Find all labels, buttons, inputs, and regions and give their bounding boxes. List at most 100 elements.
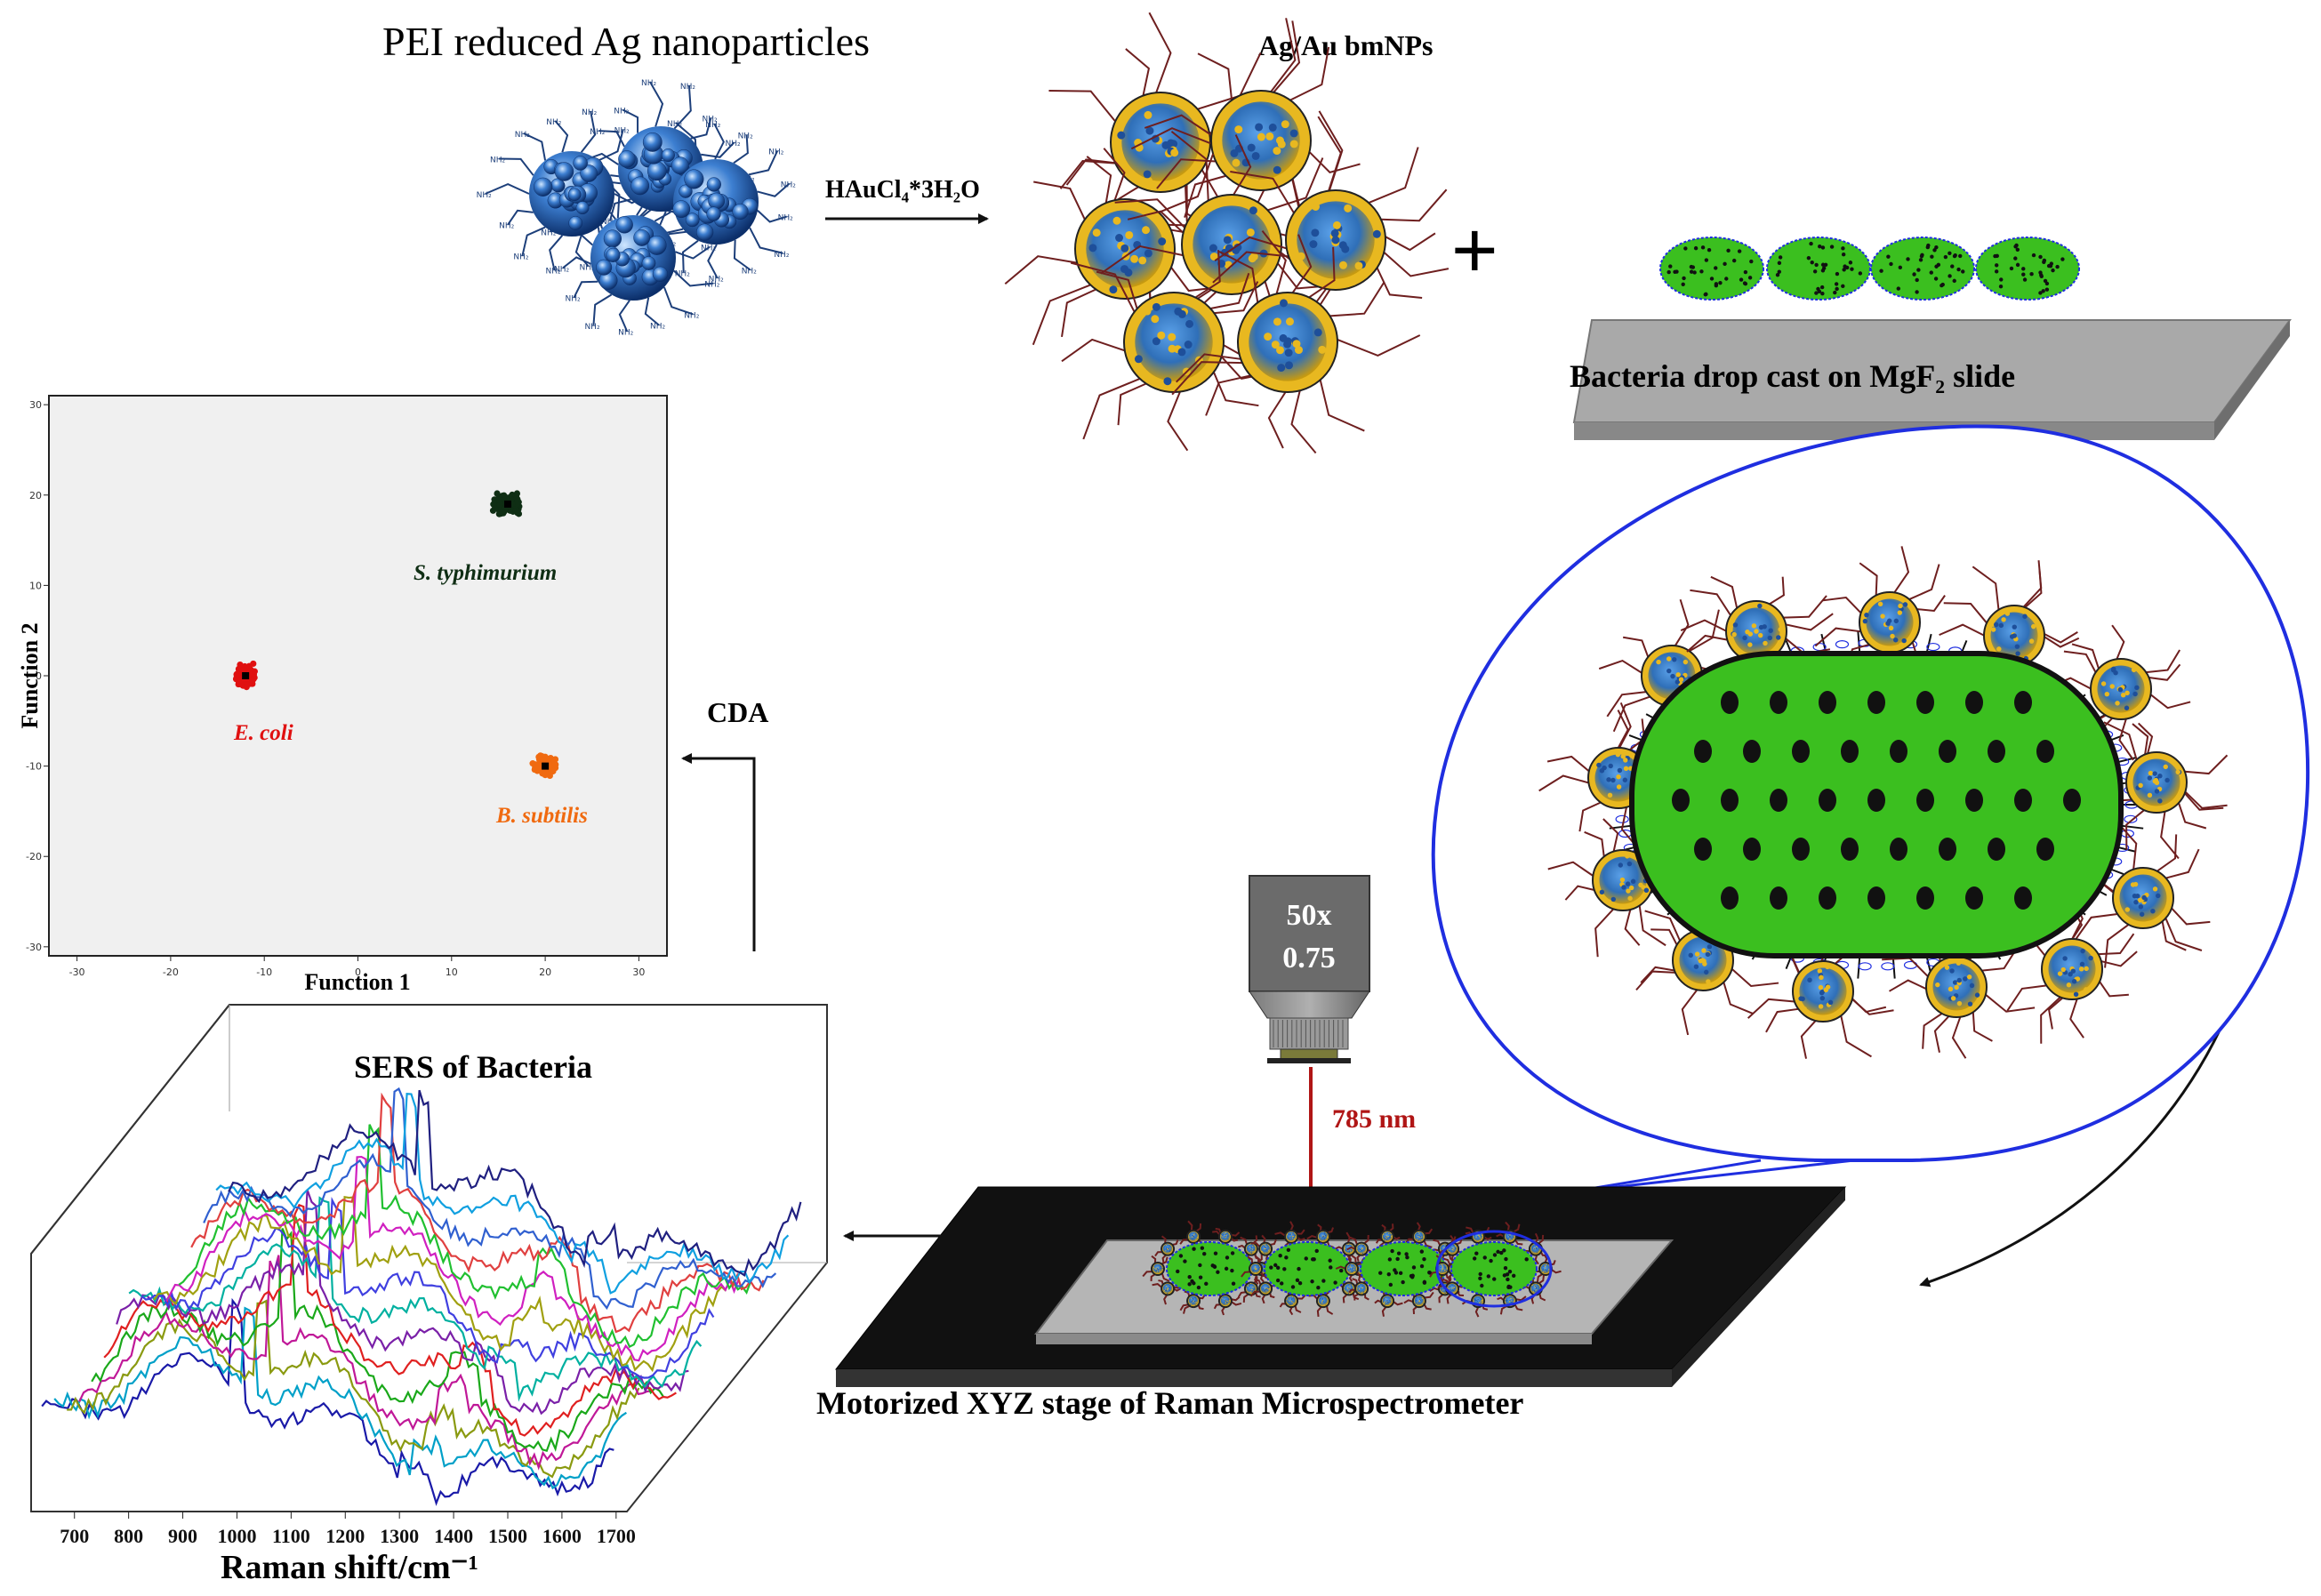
highlight-circle xyxy=(1435,1230,1553,1308)
np-grain xyxy=(1479,1236,1481,1238)
bacterium-dot xyxy=(1933,277,1939,281)
np-grain xyxy=(1161,140,1170,149)
np-grain xyxy=(1449,1248,1450,1250)
amine-label: NH₂ xyxy=(778,214,794,223)
np-grain xyxy=(1416,1295,1417,1297)
np-grain xyxy=(1271,341,1280,349)
bacterium-dot xyxy=(2042,258,2047,263)
bacterium-dot xyxy=(1806,256,1811,261)
bacterium-inclusion xyxy=(1721,691,1739,714)
bacterium-dot xyxy=(1820,262,1826,267)
bacterium-dot xyxy=(1333,1280,1337,1285)
ligand-chain xyxy=(1342,1294,1348,1303)
x-tick-label: 10 xyxy=(446,966,458,978)
bacterium-dot xyxy=(1427,1270,1432,1275)
np-grain xyxy=(1257,132,1265,141)
bacterium-dot xyxy=(1404,1252,1409,1256)
np-grain xyxy=(1967,1001,1973,1007)
bacterium-dot xyxy=(1405,1255,1409,1260)
pei-ligand xyxy=(713,123,725,160)
np-grain xyxy=(1477,1298,1479,1301)
np-grain xyxy=(1249,1243,1251,1245)
amine-label: NH₂ xyxy=(675,269,691,278)
ligand-chain xyxy=(1385,232,1436,252)
np-grain xyxy=(1607,899,1612,905)
np-grain xyxy=(1155,1268,1157,1270)
ligand-chain xyxy=(1424,1228,1434,1235)
bacterium-inclusion xyxy=(1988,740,2005,763)
bacterium-dot xyxy=(1809,241,1813,246)
np-grain xyxy=(2154,789,2160,794)
np-grain xyxy=(1509,1235,1511,1237)
np-grain xyxy=(1819,974,1824,981)
np-grain xyxy=(1452,1249,1454,1251)
np-grain xyxy=(1331,236,1340,245)
bacterium-dot xyxy=(1396,1251,1401,1255)
ligand-chain xyxy=(1213,1303,1221,1310)
np-grain xyxy=(1359,1249,1361,1251)
ligand-chain xyxy=(1499,1305,1507,1315)
np-grain xyxy=(1897,610,1903,615)
ligand-chain xyxy=(1514,1303,1523,1311)
ligand-chain xyxy=(1537,1273,1543,1283)
bacterium-dot xyxy=(1378,1271,1383,1275)
np-grain xyxy=(1193,1300,1194,1302)
bacterium-dot xyxy=(1704,258,1709,262)
bacterium-inclusion xyxy=(1965,691,1983,714)
np-grain xyxy=(1289,140,1298,148)
np-grain xyxy=(2131,667,2137,673)
np-grain xyxy=(1170,1251,1172,1254)
ligand-chain xyxy=(1261,230,1287,294)
np-grain xyxy=(1617,767,1623,774)
np-grain xyxy=(1543,1271,1545,1272)
bacterium-dot xyxy=(2009,266,2014,271)
ligand-chain xyxy=(1250,1242,1261,1247)
np-grain xyxy=(1189,1303,1192,1306)
np-grain xyxy=(1384,1303,1385,1304)
np-grain xyxy=(1297,252,1305,261)
ligand-chain xyxy=(1317,1223,1322,1231)
np-grain xyxy=(1626,861,1633,867)
np-grain xyxy=(1475,1237,1477,1239)
spectrum-line xyxy=(228,1089,802,1278)
amine-label: NH₂ xyxy=(477,191,493,200)
objective-na: 0.75 xyxy=(1282,942,1336,974)
ligand-chain xyxy=(1212,1230,1221,1236)
np-grain xyxy=(1222,1298,1224,1300)
np-grain xyxy=(2004,611,2011,616)
ligand-chain xyxy=(1564,885,1595,901)
np-grain xyxy=(1193,1233,1195,1235)
np-grain xyxy=(1418,1236,1421,1238)
surface-coil xyxy=(1926,642,1940,652)
bacterium-dot xyxy=(1202,1251,1207,1256)
ligand-chain xyxy=(1429,1271,1438,1278)
ligand-chain xyxy=(1144,114,1212,136)
ligand-chain xyxy=(1624,909,1641,946)
np-grain xyxy=(1535,1247,1537,1249)
ag-grain xyxy=(603,229,622,248)
bacterium xyxy=(1450,1241,1538,1296)
np-grain xyxy=(1534,1245,1536,1247)
np-grain xyxy=(1249,1284,1250,1286)
ligand-chain xyxy=(1326,1305,1334,1315)
spectrum-line xyxy=(41,1297,614,1506)
amine-label: NH₂ xyxy=(742,268,758,277)
bacterium-dot xyxy=(1819,285,1825,290)
spectrum-line xyxy=(203,1087,777,1311)
ligand-chain xyxy=(1412,1305,1417,1314)
bacterium-dot xyxy=(1492,1277,1497,1281)
ligand-chain xyxy=(1297,1236,1305,1241)
amine-label: NH₂ xyxy=(641,79,657,88)
np-grain xyxy=(1254,1266,1257,1268)
bacterium-dot xyxy=(2038,254,2043,260)
bacterium-dot xyxy=(1395,1256,1400,1262)
ligand-chain xyxy=(1082,378,1141,440)
x-tick-label: -30 xyxy=(69,966,85,978)
np-grain xyxy=(2088,955,2093,961)
np-grain xyxy=(1120,265,1128,274)
bacterium-dot xyxy=(1230,1251,1235,1255)
bacterium-dot xyxy=(2055,264,2060,269)
np-grain xyxy=(1670,673,1675,679)
np-grain xyxy=(1421,1237,1423,1239)
